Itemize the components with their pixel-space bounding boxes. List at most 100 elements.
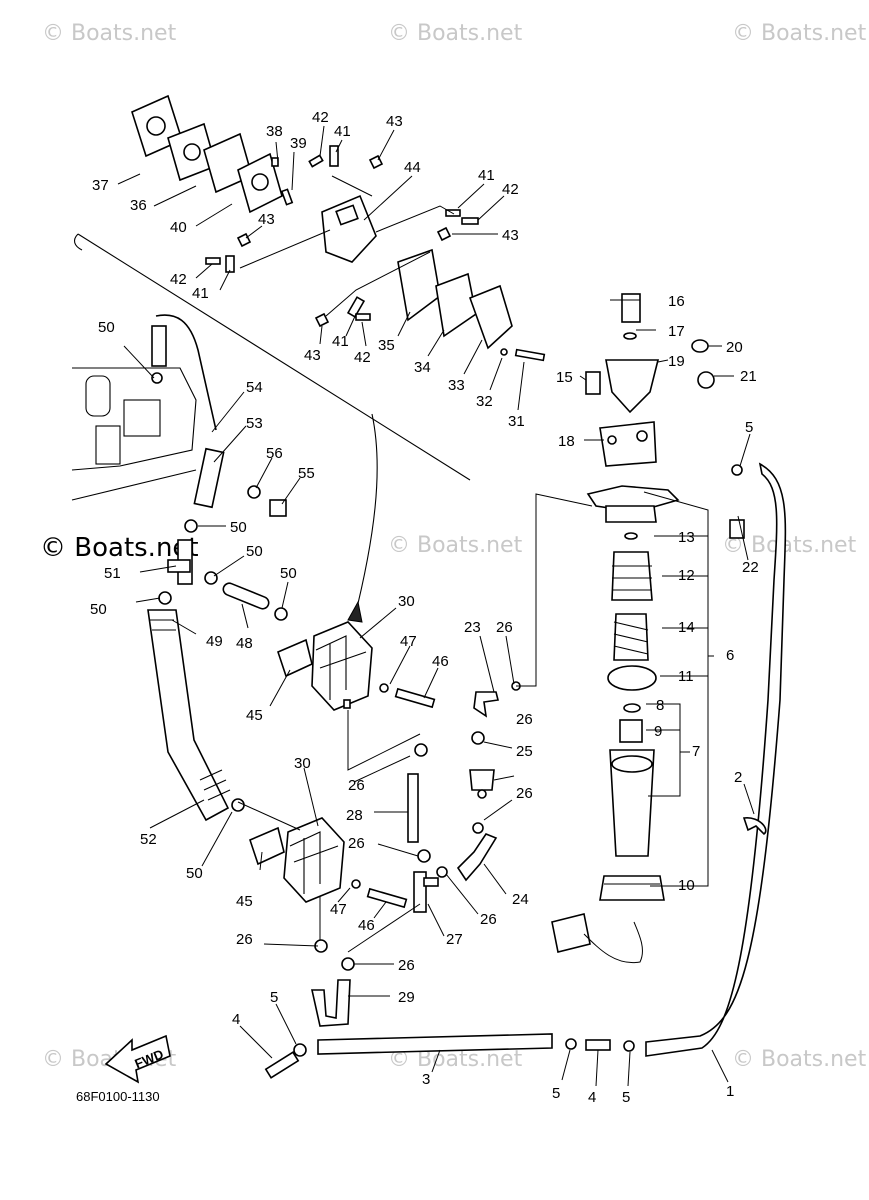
- screw-31: [514, 348, 546, 362]
- callout-50b: 50: [230, 519, 247, 536]
- bracket-18: [599, 421, 657, 467]
- callout-47b: 47: [330, 901, 347, 918]
- callout-6: 6: [726, 647, 734, 664]
- screw-42a: [308, 154, 324, 168]
- screw-42d: [355, 313, 371, 321]
- clamp-5d: [731, 464, 743, 476]
- callout-5a: 5: [270, 989, 278, 1006]
- callout-34: 34: [414, 359, 431, 376]
- callout-45a: 45: [246, 707, 263, 724]
- sensor-connector: [551, 913, 591, 953]
- joint-29: [311, 979, 351, 1027]
- callout-5c: 5: [622, 1089, 630, 1106]
- callout-41b: 41: [478, 167, 495, 184]
- callout-50e: 50: [90, 601, 107, 618]
- bolt-16: [621, 293, 641, 323]
- callout-42d: 42: [354, 349, 371, 366]
- gasket-45b: [249, 826, 285, 866]
- screw-42c: [205, 257, 221, 265]
- callout-5d: 5: [745, 419, 753, 436]
- element-12: [611, 551, 653, 601]
- callout-13: 13: [678, 529, 695, 546]
- callout-39: 39: [290, 135, 307, 152]
- hose-23: [473, 691, 499, 718]
- spring-39: [280, 188, 294, 206]
- grommet-20: [691, 339, 709, 353]
- callout-10: 10: [678, 877, 695, 894]
- callout-labels: 1 2 3 4 4 5 5 5 5 6 7 8 9 10 11 12 13 14…: [90, 109, 759, 1106]
- callout-3: 3: [422, 1071, 430, 1088]
- bolt-15: [585, 371, 601, 395]
- clamp-50e: [158, 591, 172, 605]
- callout-46a: 46: [432, 653, 449, 670]
- callout-37: 37: [92, 177, 109, 194]
- connector-4a: [264, 1051, 300, 1079]
- callout-41d: 41: [332, 333, 349, 350]
- watermark-layer: © Boats.net © Boats.net © Boats.net © Bo…: [40, 21, 867, 1072]
- callout-23: 23: [464, 619, 481, 636]
- callout-49: 49: [206, 633, 223, 650]
- callout-36: 36: [130, 197, 147, 214]
- grommet-21: [697, 371, 715, 389]
- callout-8: 8: [656, 697, 664, 714]
- callout-44: 44: [404, 159, 421, 176]
- nut-43a: [368, 154, 384, 170]
- callout-26d: 26: [480, 911, 497, 928]
- callout-41c: 41: [192, 285, 209, 302]
- callout-26e: 26: [348, 777, 365, 794]
- callout-21: 21: [740, 368, 757, 385]
- washer-47b: [351, 879, 361, 889]
- filter-cup: [609, 749, 655, 857]
- callout-18: 18: [558, 433, 575, 450]
- watermark-top-right: © Boats.net: [732, 21, 867, 46]
- callout-33: 33: [448, 377, 465, 394]
- callout-11: 11: [678, 668, 694, 685]
- callout-24: 24: [512, 891, 529, 908]
- callout-19: 19: [668, 353, 685, 370]
- callout-14: 14: [678, 619, 695, 636]
- engine-outline: [71, 367, 197, 471]
- pump-gasket-group: [131, 94, 546, 362]
- inset-separator-hook: [73, 233, 83, 251]
- hose-end-54: [151, 325, 167, 367]
- float-9: [619, 719, 643, 743]
- callout-7: 7: [692, 743, 700, 760]
- watermark-top-center: © Boats.net: [388, 21, 523, 46]
- bolt-46b: [366, 887, 408, 909]
- callout-55: 55: [298, 465, 315, 482]
- callout-4b: 4: [588, 1089, 596, 1106]
- watermark-bottom-right: © Boats.net: [732, 1047, 867, 1072]
- callout-30b: 30: [294, 755, 311, 772]
- leader-lines: [117, 125, 755, 1087]
- o-ring-11: [607, 665, 657, 691]
- group-bracket-lines: [643, 491, 714, 887]
- washer-47a: [379, 683, 389, 693]
- connector-4b: [585, 1039, 611, 1051]
- washer-17: [623, 332, 637, 340]
- fitting-53: [193, 447, 225, 509]
- clip-2: [742, 817, 767, 836]
- callout-48: 48: [236, 635, 253, 652]
- callout-50c: 50: [246, 543, 263, 560]
- callout-5b: 5: [552, 1085, 560, 1102]
- pump-30b: [283, 817, 345, 903]
- assembly-arrow-line: [353, 413, 378, 621]
- callout-52: 52: [140, 831, 157, 848]
- fwd-arrow: FWD: [104, 1034, 171, 1084]
- clamp-50c: [204, 571, 218, 585]
- callout-15: 15: [556, 369, 573, 386]
- clip-8: [623, 703, 641, 713]
- fuel-pump-upper: [277, 621, 436, 711]
- left-hose-assembly: [147, 519, 288, 822]
- clamp-50f: [231, 798, 245, 812]
- engine-block-inset: [71, 314, 287, 517]
- clip-41a: [329, 145, 339, 167]
- fwd-arrow-icon: [104, 1034, 171, 1084]
- clamp-26c: [436, 866, 448, 878]
- callout-9: 9: [654, 723, 662, 740]
- gasket-56: [247, 485, 261, 499]
- callout-17: 17: [668, 323, 685, 340]
- callout-27: 27: [446, 931, 463, 948]
- callout-30a: 30: [398, 593, 415, 610]
